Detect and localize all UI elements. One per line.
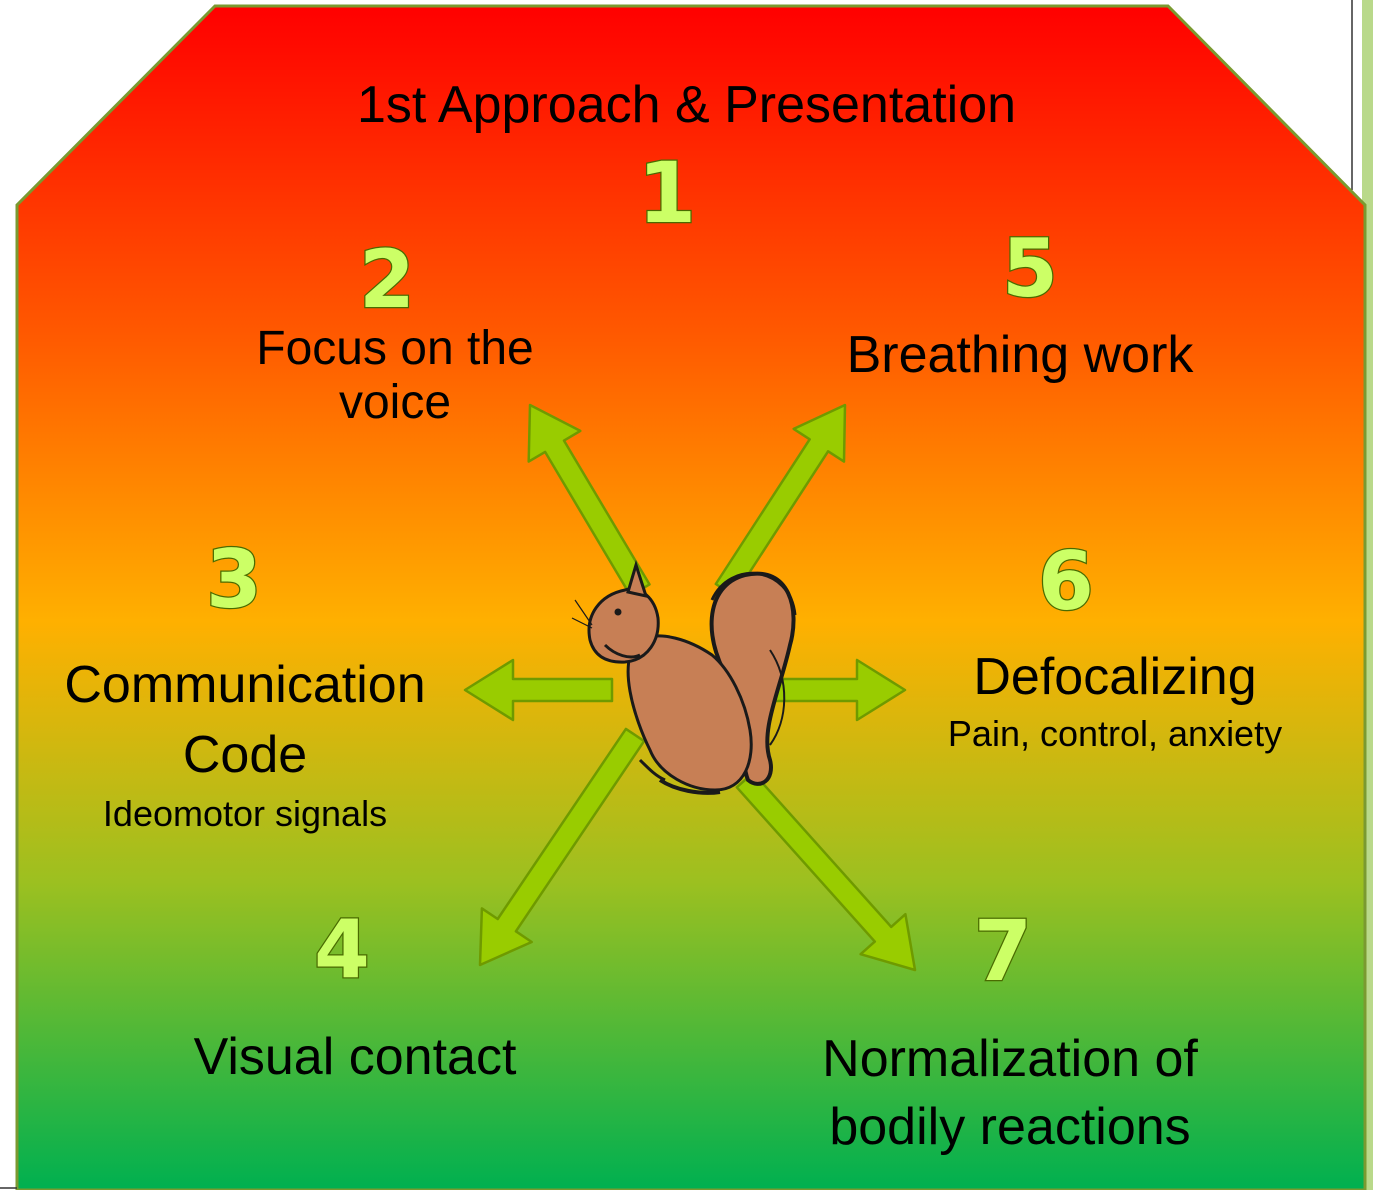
step-4-number: 4 bbox=[314, 903, 370, 996]
step-7-number: 7 bbox=[974, 902, 1032, 1000]
title-label: 1st Approach & Presentation bbox=[0, 76, 1373, 134]
step-7-label: Normalization of bodily reactions bbox=[770, 1026, 1250, 1161]
step-3-number: 3 bbox=[206, 533, 262, 626]
step-2-number: 2 bbox=[359, 233, 415, 326]
step-5-label: Breathing work bbox=[800, 326, 1240, 384]
step-2-label: Focus on the voice bbox=[220, 322, 570, 430]
step-6-label: Defocalizing Pain, control, anxiety bbox=[900, 648, 1330, 755]
step-5-number: 5 bbox=[1002, 222, 1058, 315]
step-6-number: 6 bbox=[1038, 535, 1094, 628]
step-4-label: Visual contact bbox=[150, 1028, 560, 1086]
step-1-number: 1 bbox=[638, 144, 696, 242]
step-3-label: Communication Code Ideomotor signals bbox=[30, 650, 460, 835]
